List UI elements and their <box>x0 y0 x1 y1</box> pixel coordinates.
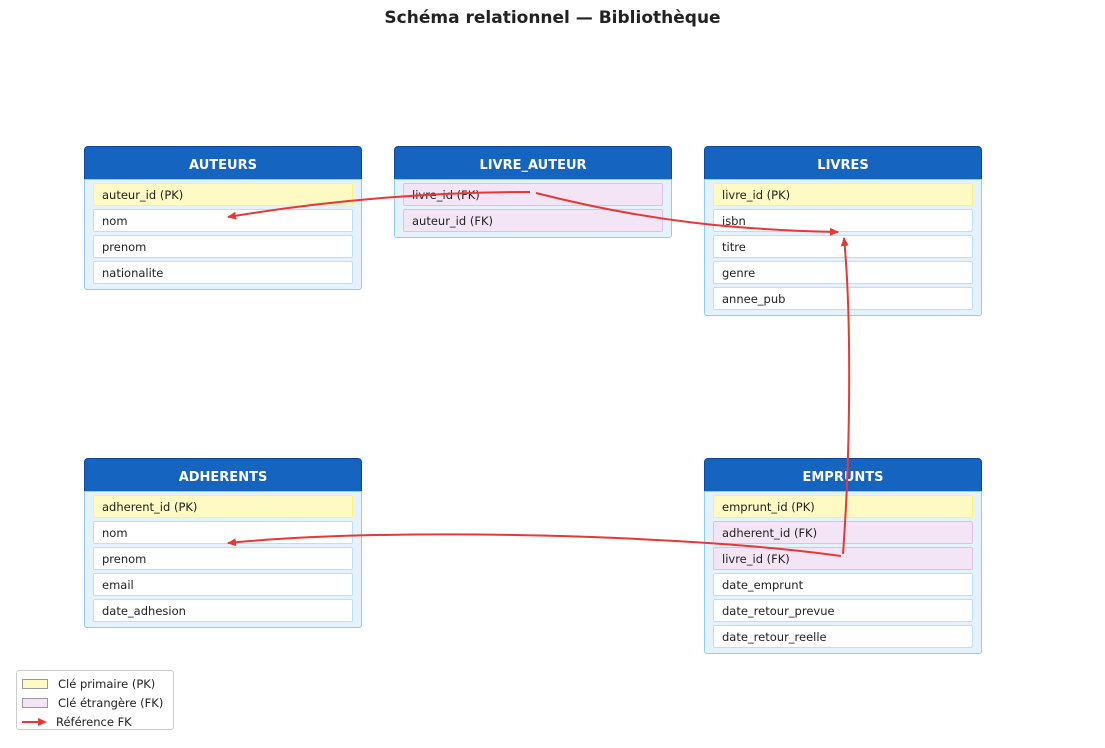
field-plain: email <box>93 573 353 596</box>
field-plain: date_emprunt <box>713 573 973 596</box>
field-plain: date_adhesion <box>93 599 353 622</box>
table-fields: livre_id (FK) auteur_id (FK) <box>394 179 672 238</box>
legend-item-ref: Référence FK <box>22 712 168 731</box>
field-fk: auteur_id (FK) <box>403 209 663 232</box>
table-fields: auteur_id (PK) nom prenom nationalite <box>84 179 362 290</box>
field-plain: date_retour_reelle <box>713 625 973 648</box>
field-fk: livre_id (FK) <box>403 183 663 206</box>
legend-label: Référence FK <box>56 714 132 729</box>
legend-item-pk: Clé primaire (PK) <box>22 674 168 693</box>
field-plain: isbn <box>713 209 973 232</box>
fk-arrow-emprunts-to-livres <box>840 237 851 555</box>
table-livre-auteur: LIVRE_AUTEUR livre_id (FK) auteur_id (FK) <box>394 146 672 238</box>
legend-label: Clé primaire (PK) <box>58 676 156 691</box>
field-plain: date_retour_prevue <box>713 599 973 622</box>
legend-item-fk: Clé étrangère (FK) <box>22 693 168 712</box>
table-header: EMPRUNTS <box>704 458 982 492</box>
table-emprunts: EMPRUNTS emprunt_id (PK) adherent_id (FK)… <box>704 458 982 654</box>
legend: Clé primaire (PK) Clé étrangère (FK) Réf… <box>16 670 174 730</box>
legend-label: Clé étrangère (FK) <box>58 695 164 710</box>
field-plain: prenom <box>93 235 353 258</box>
field-pk: livre_id (PK) <box>713 183 973 206</box>
field-plain: nom <box>93 209 353 232</box>
diagram-title: Schéma relationnel — Bibliothèque <box>384 8 721 28</box>
table-livres: LIVRES livre_id (PK) isbn titre genre annee_… <box>704 146 982 316</box>
fk-arrow-emprunts-to-adherents <box>227 533 842 557</box>
field-pk: emprunt_id (PK) <box>713 495 973 518</box>
fk-arrow-livre-auteur-to-livres <box>535 192 839 236</box>
pk-swatch-icon <box>22 678 48 689</box>
table-header: LIVRES <box>704 146 982 180</box>
arrow-icon <box>22 717 48 727</box>
field-plain: genre <box>713 261 973 284</box>
table-fields: livre_id (PK) isbn titre genre annee_pub <box>704 179 982 316</box>
fk-swatch-icon <box>22 697 48 708</box>
table-header: LIVRE_AUTEUR <box>394 146 672 180</box>
field-pk: adherent_id (PK) <box>93 495 353 518</box>
table-fields: emprunt_id (PK)adherent_id (FK)livre_id … <box>704 491 982 654</box>
field-fk: adherent_id (FK) <box>713 521 973 544</box>
table-header: ADHERENTS <box>84 458 362 492</box>
fk-arrow-livre-auteur-to-auteurs <box>227 191 531 220</box>
field-plain: nationalite <box>93 261 353 284</box>
field-pk: auteur_id (PK) <box>93 183 353 206</box>
field-plain: titre <box>713 235 973 258</box>
field-plain: annee_pub <box>713 287 973 310</box>
field-plain: prenom <box>93 547 353 570</box>
